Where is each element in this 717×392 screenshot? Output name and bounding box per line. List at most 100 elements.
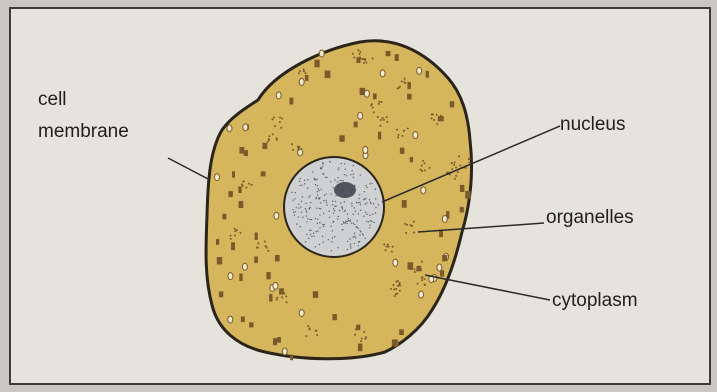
ribosome-dot [429, 167, 431, 169]
chromatin-dot [347, 249, 348, 250]
chromatin-dot [301, 211, 302, 212]
ribosome-dot [403, 130, 405, 132]
chromatin-dot [318, 190, 319, 191]
chromatin-dot [344, 201, 345, 202]
chromatin-dot [330, 181, 331, 182]
ribosome-dot [407, 128, 409, 130]
ribosome-dot [469, 158, 471, 160]
ribosome-dot [229, 235, 231, 237]
ribosome-dot [265, 245, 267, 247]
ribosome-dot [286, 301, 288, 303]
ribosome-dot [380, 119, 382, 121]
granule [244, 150, 248, 156]
chromatin-dot [369, 215, 370, 216]
ribosome-dot [388, 246, 390, 248]
chromatin-dot [293, 212, 294, 213]
chromatin-dot [348, 218, 349, 219]
ribosome-dot [373, 111, 375, 113]
ribosome-dot [303, 70, 305, 72]
chromatin-dot [350, 221, 351, 222]
ribosome-dot [248, 183, 250, 185]
cell-membrane-label-line2: membrane [38, 120, 129, 144]
chromatin-dot [319, 222, 320, 223]
ribosome-dot [431, 113, 433, 115]
chromatin-dot [344, 163, 345, 164]
vesicle [364, 90, 369, 97]
ribosome-dot [264, 241, 266, 243]
ribosome-dot [469, 161, 471, 163]
chromatin-dot [365, 198, 366, 199]
chromatin-dot [301, 184, 302, 185]
ribosome-dot [283, 292, 285, 294]
chromatin-dot [355, 211, 356, 212]
granule [450, 101, 455, 107]
ribosome-dot [455, 175, 457, 177]
vesicle [242, 263, 247, 270]
chromatin-dot [309, 195, 310, 196]
ribosome-dot [455, 166, 457, 168]
granule [222, 214, 226, 220]
granule [339, 135, 344, 141]
chromatin-dot [326, 204, 327, 205]
chromatin-dot [345, 222, 346, 223]
chromatin-dot [304, 180, 305, 181]
granule [249, 322, 253, 327]
chromatin-dot [354, 243, 355, 244]
ribosome-dot [451, 162, 453, 164]
chromatin-dot [345, 210, 346, 211]
vesicle [243, 124, 248, 131]
chromatin-dot [341, 224, 342, 225]
chromatin-dot [358, 213, 359, 214]
chromatin-dot [351, 170, 352, 171]
granule [289, 98, 293, 105]
chromatin-dot [365, 238, 366, 239]
ribosome-dot [392, 284, 394, 286]
chromatin-dot [329, 161, 330, 162]
ribosome-dot [281, 296, 283, 298]
chromatin-dot [332, 201, 333, 202]
chromatin-dot [292, 200, 293, 201]
chromatin-dot [309, 207, 310, 208]
ribosome-dot [242, 185, 244, 187]
chromatin-dot [309, 208, 310, 209]
vesicle [274, 212, 279, 219]
ribosome-dot [273, 117, 275, 119]
vesicle [282, 348, 287, 355]
ribosome-dot [454, 162, 456, 164]
ribosome-dot [421, 279, 423, 281]
ribosome-dot [300, 148, 302, 150]
ribosome-dot [405, 232, 407, 234]
chromatin-dot [323, 241, 324, 242]
chromatin-dot [363, 215, 364, 216]
ribosome-dot [268, 135, 270, 137]
vesicle [393, 259, 398, 266]
chromatin-dot [299, 178, 300, 179]
chromatin-dot [306, 215, 307, 216]
chromatin-dot [354, 207, 355, 208]
chromatin-dot [323, 224, 324, 225]
ribosome-dot [297, 147, 299, 149]
chromatin-dot [343, 211, 344, 212]
chromatin-dot [326, 177, 327, 178]
chromatin-dot [353, 236, 354, 237]
ribosome-dot [245, 187, 247, 189]
chromatin-dot [328, 239, 329, 240]
chromatin-dot [324, 195, 325, 196]
ribosome-dot [391, 251, 393, 253]
chromatin-dot [343, 221, 344, 222]
ribosome-dot [459, 165, 461, 167]
granule [238, 186, 241, 193]
chromatin-dot [294, 198, 295, 199]
chromatin-dot [373, 203, 374, 204]
nucleolus [334, 182, 356, 198]
chromatin-dot [341, 180, 342, 181]
chromatin-dot [317, 230, 318, 231]
ribosome-dot [272, 133, 274, 135]
chromatin-dot [351, 205, 352, 206]
chromatin-dot [338, 216, 339, 217]
ribosome-dot [361, 337, 363, 339]
ribosome-dot [383, 119, 385, 121]
ribosome-dot [378, 103, 380, 105]
chromatin-dot [302, 217, 303, 218]
